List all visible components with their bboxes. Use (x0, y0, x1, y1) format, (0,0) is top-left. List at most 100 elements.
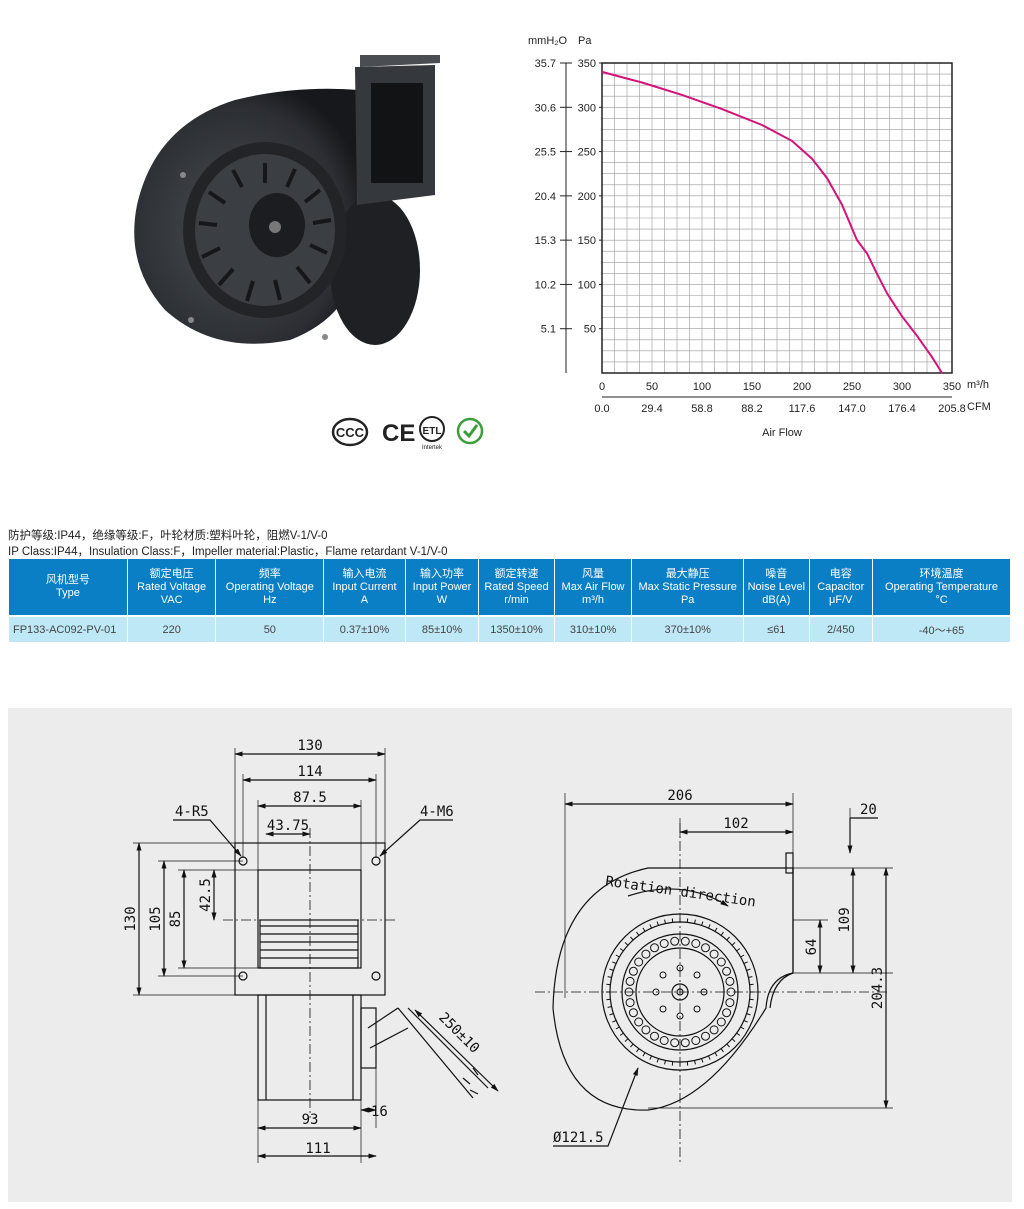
x-tick-label: 0 (599, 381, 605, 393)
blade-slot (701, 1031, 710, 1041)
chart-grid (601, 62, 953, 374)
rim-tick (624, 942, 629, 946)
rim-tick (708, 1055, 711, 1060)
hub-hole (700, 988, 708, 996)
blade-slot (725, 998, 735, 1008)
impeller-blade-ring (606, 918, 754, 1066)
x-tick-label: 200 (793, 381, 811, 393)
y2-tick-label: 10.2 (535, 279, 556, 291)
rim-tick (656, 1058, 659, 1063)
dim-64: 64 (804, 939, 820, 956)
dim-16: 16 (371, 1104, 388, 1120)
x-tick-label: 50 (646, 381, 658, 393)
rim-tick (731, 1038, 736, 1042)
rim-tick (615, 954, 620, 958)
table-cell: 370±10% (632, 615, 744, 642)
y2-tick-label: 30.6 (535, 102, 556, 114)
y2-tick-label: 15.3 (535, 235, 556, 247)
y2-tick-label: 35.7 (535, 58, 556, 70)
table-cell: ≤61 (744, 615, 809, 642)
blade-slot (709, 1025, 719, 1035)
dimension-drawing: 130 114 87.5 43.75 4-R5 4-M6 130 105 85 … (8, 708, 1012, 1202)
rim-tick (607, 976, 612, 978)
y-tick-label: 200 (578, 191, 596, 203)
blade-slot (634, 957, 644, 967)
blade-slot (650, 943, 659, 953)
dim-85: 85 (168, 911, 184, 928)
x-tick-label: 300 (893, 381, 911, 393)
dim-111: 111 (305, 1141, 330, 1157)
x-tick-label: 350 (943, 381, 961, 393)
svg-text:CCC: CCC (336, 425, 365, 440)
rim-tick (636, 1048, 640, 1053)
rim-tick (656, 921, 659, 926)
table-cell: 0.37±10% (324, 615, 405, 642)
table-cell: 2/450 (809, 615, 872, 642)
rim-tick (726, 1043, 730, 1048)
x-tick-label: 100 (693, 381, 711, 393)
hub-hole (676, 1012, 684, 1020)
hub-hole (659, 971, 667, 979)
y2-tick-label: 5.1 (541, 324, 556, 336)
blade-slot (680, 936, 690, 946)
blade-slot (691, 1036, 701, 1045)
table-cell: -40～+65 (872, 615, 1010, 642)
certification-marks: CCC CE ETL Intertek (331, 416, 484, 451)
dim-cable-length: 250±10 (435, 1010, 482, 1057)
dim-diameter: Ø121.5 (553, 1130, 604, 1146)
front-body (257, 994, 362, 1101)
x2-unit: CFM (967, 401, 991, 413)
hub-hole (693, 971, 701, 979)
rim-tick (736, 948, 741, 952)
y-tick-label: 300 (578, 102, 596, 114)
impeller-blades (198, 163, 332, 302)
spec-note-cn: 防护等级:IP44，绝缘等级:F，叶轮材质:塑料叶轮，阻燃V-1/V-0 (8, 530, 328, 542)
blade-slot (716, 957, 726, 967)
dim-43-75: 43.75 (267, 818, 309, 834)
blade-slot (659, 939, 669, 948)
blade-slot (722, 966, 732, 976)
x-unit: m³/h (967, 379, 989, 391)
rim-tick (708, 924, 711, 929)
rim-tick (609, 1013, 614, 1016)
rim-tick (720, 1048, 724, 1053)
rim-tick (612, 961, 617, 964)
blade-slot (709, 949, 719, 959)
blade-slot (670, 936, 680, 946)
table-cell: FP133-AC092-PV-01 (9, 615, 127, 642)
rotation-direction-label: Rotation direction (604, 874, 756, 911)
y-unit-left: mmH₂O (528, 35, 568, 47)
rim-tick (664, 919, 666, 924)
blade-slot (716, 1017, 726, 1027)
dim-20: 20 (860, 802, 877, 818)
performance-curve (601, 70, 943, 374)
etl-icon: ETL Intertek (419, 416, 445, 451)
rim-tick (624, 1038, 629, 1042)
blade-slot (725, 976, 735, 986)
rim-tick (743, 1020, 748, 1023)
table-cell: 310±10% (554, 615, 632, 642)
y-tick-label: 250 (578, 147, 596, 159)
rim-tick (694, 919, 696, 924)
svg-text:ETL: ETL (423, 426, 442, 437)
dim-114: 114 (297, 764, 322, 780)
rim-tick (746, 968, 751, 971)
y-tick-label: 350 (578, 58, 596, 70)
x2-tick-label: 176.4 (888, 403, 916, 415)
rim-tick (636, 931, 640, 936)
blade-slot (641, 1025, 651, 1035)
x-tick-label: 250 (843, 381, 861, 393)
rim-tick (694, 1060, 696, 1065)
rim-tick (701, 921, 704, 926)
ccc-icon: CCC (331, 417, 369, 447)
blade-slot (634, 1017, 644, 1027)
ce-icon: CE (382, 420, 415, 447)
spec-note-en: IP Class:IP44，Insulation Class:F，Impelle… (8, 546, 448, 558)
rim-tick (630, 936, 634, 941)
